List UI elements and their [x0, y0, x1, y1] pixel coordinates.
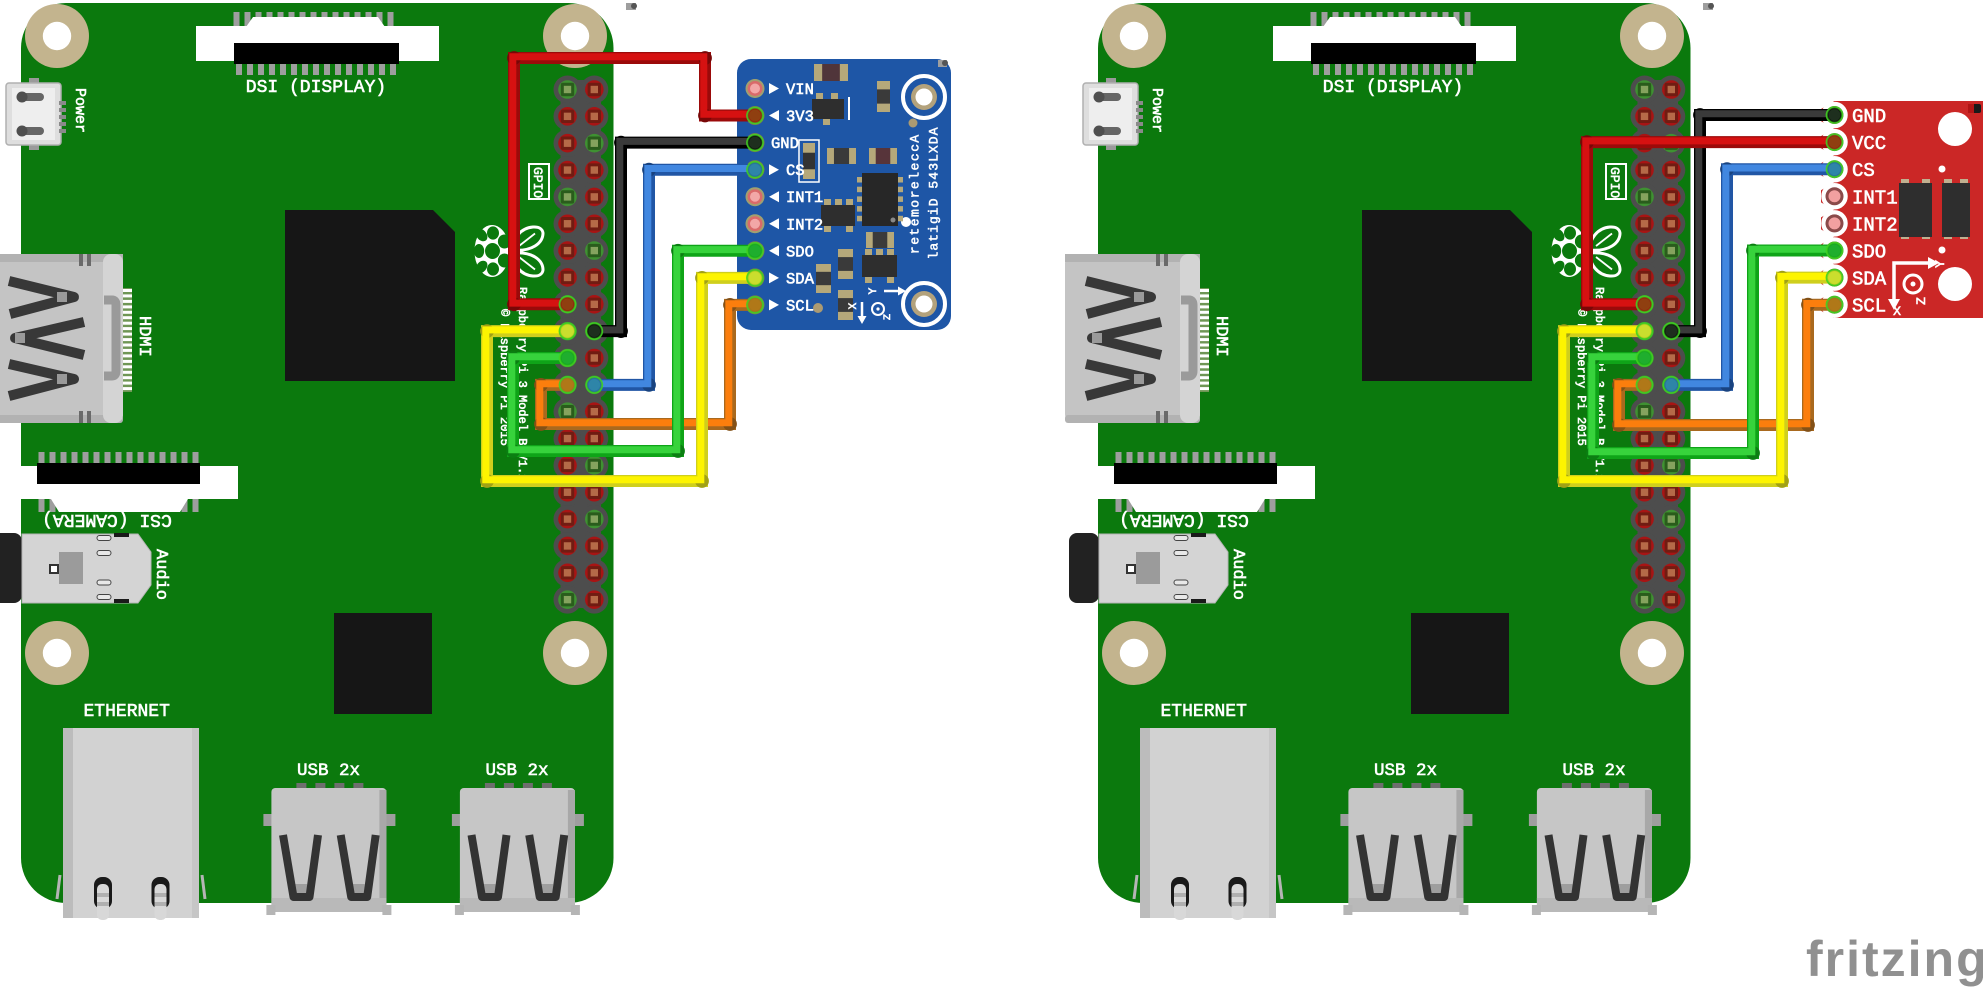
svg-text:3V3: 3V3: [786, 108, 814, 126]
svg-text:DSI (DISPLAY): DSI (DISPLAY): [1323, 78, 1463, 98]
svg-text:SCL: SCL: [786, 297, 814, 315]
svg-text:DSI (DISPLAY): DSI (DISPLAY): [246, 78, 386, 98]
svg-text:GND: GND: [1852, 106, 1886, 128]
svg-text:INT1: INT1: [1852, 187, 1898, 209]
svg-text:l: l: [927, 252, 942, 260]
svg-text:Audio: Audio: [151, 549, 170, 600]
svg-text:r: r: [908, 190, 923, 198]
svg-text:fritzing: fritzing: [1806, 931, 1983, 987]
svg-text:e: e: [908, 237, 923, 245]
svg-text:© Raspberry Pi 2015: © Raspberry Pi 2015: [1574, 309, 1588, 446]
svg-text:VCC: VCC: [1852, 133, 1886, 155]
svg-text:X: X: [1893, 304, 1901, 319]
svg-text:INT2: INT2: [1852, 214, 1898, 236]
svg-text:A: A: [927, 127, 942, 135]
svg-text:e: e: [908, 163, 923, 171]
svg-text:a: a: [927, 243, 942, 251]
svg-text:HDMI: HDMI: [134, 316, 153, 357]
svg-text:GPIO: GPIO: [530, 167, 545, 198]
svg-text:ETHERNET: ETHERNET: [84, 702, 171, 722]
svg-text:USB 2x: USB 2x: [297, 761, 360, 781]
svg-text:SDO: SDO: [1852, 242, 1886, 264]
svg-text:SDA: SDA: [1852, 269, 1887, 291]
svg-text:CSI (CAMERA): CSI (CAMERA): [42, 509, 172, 529]
svg-text:Y: Y: [868, 287, 880, 294]
svg-text:t: t: [927, 234, 942, 242]
svg-text:g: g: [927, 216, 942, 224]
svg-text:A: A: [908, 135, 923, 143]
svg-text:4: 4: [927, 172, 942, 180]
svg-text:Audio: Audio: [1228, 549, 1247, 600]
svg-text:i: i: [927, 207, 942, 215]
svg-text:c: c: [908, 153, 923, 161]
svg-text:SDA: SDA: [786, 270, 815, 288]
svg-text:o: o: [908, 200, 923, 208]
svg-text:t: t: [908, 228, 923, 236]
svg-text:3: 3: [927, 163, 942, 171]
svg-text:Power: Power: [71, 88, 88, 133]
svg-text:m: m: [908, 209, 923, 217]
svg-text:GPIO: GPIO: [1607, 167, 1622, 198]
svg-text:D: D: [927, 198, 942, 206]
svg-text:SDO: SDO: [786, 243, 814, 261]
svg-text:USB 2x: USB 2x: [1562, 761, 1625, 781]
svg-text:GND: GND: [771, 135, 799, 153]
svg-text:l: l: [908, 172, 923, 180]
svg-text:Y: Y: [1933, 260, 1948, 268]
svg-text:VIN: VIN: [786, 81, 814, 99]
svg-text:Z: Z: [883, 314, 894, 320]
svg-text:r: r: [908, 246, 923, 254]
svg-text:L: L: [927, 154, 942, 162]
svg-text:USB 2x: USB 2x: [485, 761, 548, 781]
svg-text:ETHERNET: ETHERNET: [1161, 702, 1248, 722]
svg-text:INT1: INT1: [786, 189, 823, 207]
svg-text:i: i: [927, 225, 942, 233]
svg-text:HDMI: HDMI: [1211, 316, 1230, 357]
svg-text:e: e: [908, 181, 923, 189]
svg-text:Power: Power: [1148, 88, 1165, 133]
svg-text:Z: Z: [1914, 297, 1929, 305]
svg-text:e: e: [908, 218, 923, 226]
svg-text:CS: CS: [786, 162, 805, 180]
svg-text:5: 5: [927, 181, 942, 189]
svg-text:X: X: [848, 302, 860, 309]
svg-text:INT2: INT2: [786, 216, 823, 234]
svg-text:USB 2x: USB 2x: [1374, 761, 1437, 781]
svg-text:CSI (CAMERA): CSI (CAMERA): [1119, 509, 1249, 529]
svg-text:CS: CS: [1852, 160, 1875, 182]
svg-text:SCL: SCL: [1852, 296, 1886, 318]
svg-text:X: X: [927, 145, 942, 153]
svg-text:c: c: [908, 144, 923, 152]
svg-text:D: D: [927, 136, 942, 144]
